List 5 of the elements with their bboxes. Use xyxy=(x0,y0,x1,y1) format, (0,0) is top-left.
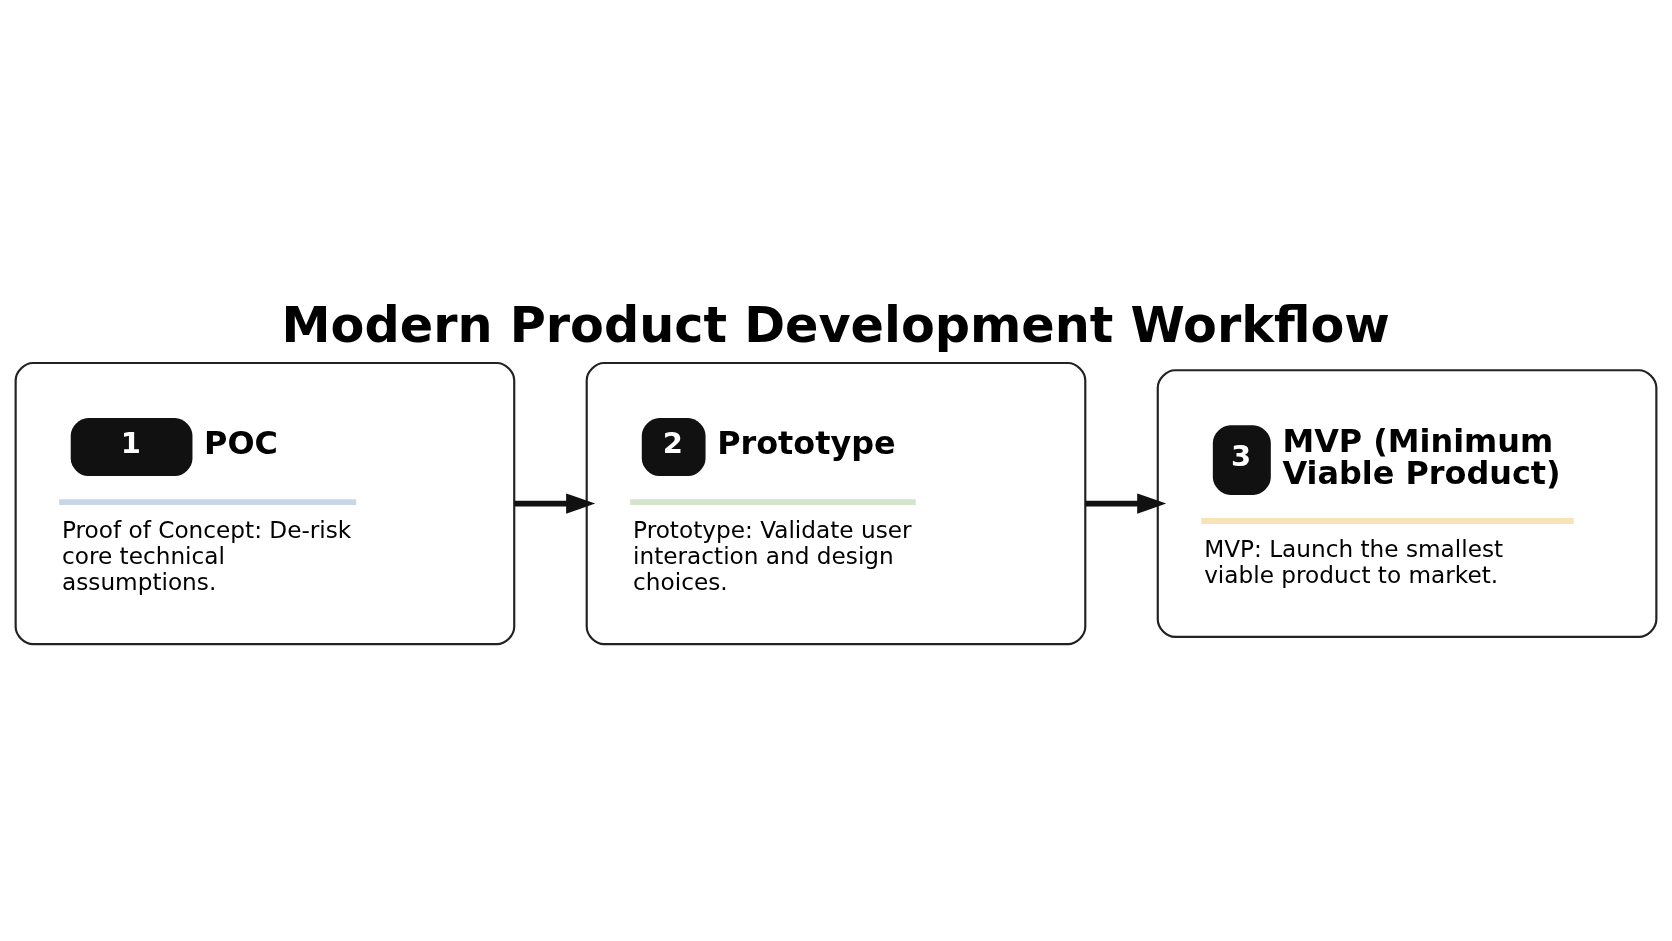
node-box: 2 Prototype Prototype: Validate user interaction and design choices. xyxy=(585,361,1087,645)
arrow xyxy=(1085,492,1167,514)
arrow xyxy=(514,492,596,514)
node-box: 1 POC Proof of Concept: De-risk core technical assumptions. xyxy=(14,361,516,645)
diagram-title: Modern Product Development Workflow xyxy=(281,295,1390,354)
